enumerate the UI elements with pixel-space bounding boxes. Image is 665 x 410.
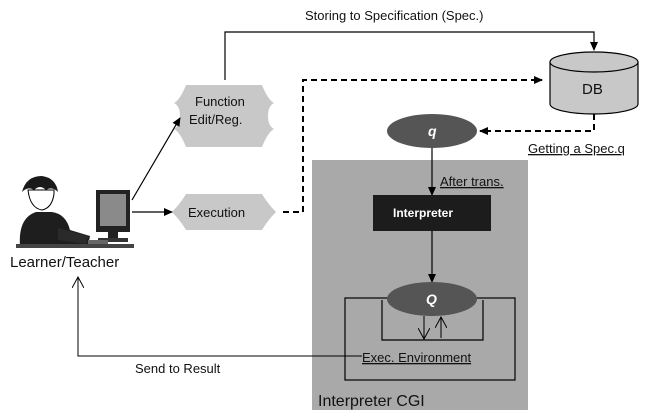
exec-env-inner-box [381,300,484,341]
db-label: DB [582,81,603,98]
execution-to-db-arrow [283,76,543,213]
execution-node [172,194,276,230]
interpreter-cgi-label: Interpreter CGI [318,393,425,410]
execution-label: Execution [188,205,245,220]
keyboard-icon [88,240,108,244]
interpreter-label: Interpreter [393,206,453,220]
function-label-line1: Function [195,94,245,109]
learner-teacher-label: Learner/Teacher [10,254,119,271]
after-trans-label: After trans. [440,174,504,189]
q-big-oval [387,282,477,316]
q-big-label: Q [426,291,437,307]
db-to-q-arrow [479,114,595,135]
computer-monitor-icon [96,190,130,242]
exec-env-label: Exec. Environment [362,350,471,365]
function-node [174,85,274,147]
getting-spec-label: Getting a Spec.q [528,141,625,156]
q-small-label: q [428,123,437,139]
q-small-oval [387,114,477,148]
storing-label: Storing to Specification (Spec.) [305,8,483,23]
send-result-label: Send to Result [135,361,221,376]
storing-arrow [224,31,598,80]
learner-to-function-arrow [131,117,181,201]
function-label-line2: Edit/Reg. [189,112,242,127]
send-result-arrow [78,278,362,357]
interpreter-box [373,195,491,231]
learner-figure-icon [16,176,134,248]
